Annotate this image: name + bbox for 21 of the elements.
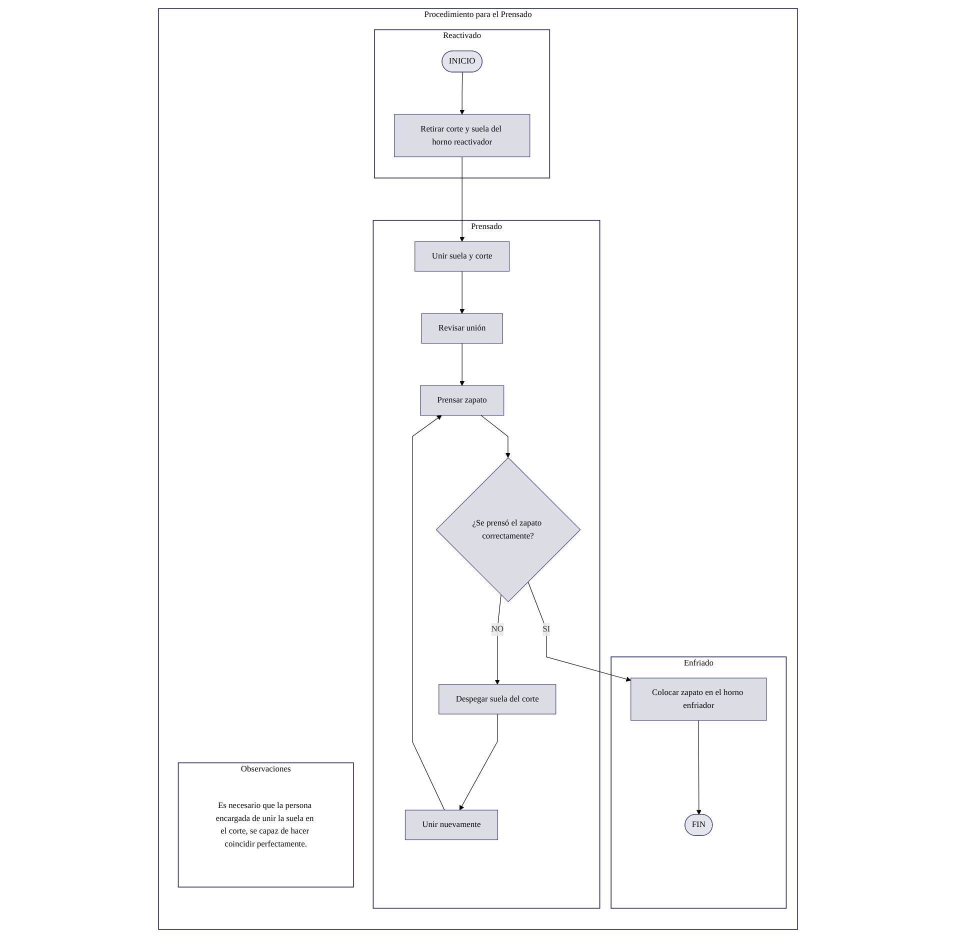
node-box: Unir nuevamente xyxy=(404,810,498,840)
arrow xyxy=(494,594,502,685)
edge-label: SI xyxy=(542,624,550,634)
arrow xyxy=(528,581,632,682)
node-box: Retirar corte y suela del horno reactivador xyxy=(394,114,530,158)
node-box: Colocar zapato en el horno enfriador xyxy=(630,678,767,721)
node-box: Revisar unión xyxy=(421,313,503,344)
node-text: Es necesario que la persona encargada de unir la suela en el corte, se capaz de hacer coincidir perfectamente. xyxy=(216,801,314,848)
arrow xyxy=(460,156,465,242)
arrow xyxy=(460,343,465,386)
arrow xyxy=(696,720,702,815)
arrow xyxy=(459,714,498,810)
node-box: Unir suela y corte xyxy=(414,241,510,272)
edge-label: NO xyxy=(491,624,504,634)
arrow xyxy=(460,270,465,314)
arrow xyxy=(480,415,510,458)
node-box: Prensar zapato xyxy=(420,385,504,416)
arrow xyxy=(460,72,465,115)
node-diamond: ¿Se prensó el zapato correctamente? xyxy=(436,457,581,602)
node-box: Despegar suela del corte xyxy=(438,684,556,714)
arrow xyxy=(412,415,445,810)
